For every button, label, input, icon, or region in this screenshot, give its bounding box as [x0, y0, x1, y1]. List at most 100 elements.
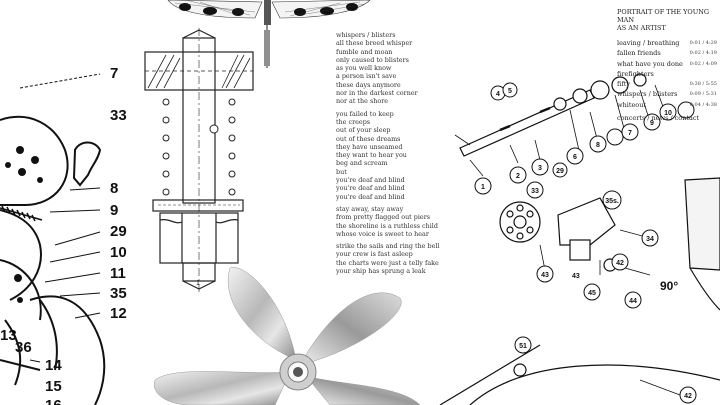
part-number: 2 — [516, 173, 520, 180]
track-duration: 0:02 / 4:09 — [689, 60, 717, 67]
part-number: 8 — [596, 142, 600, 149]
lyrics-line: as you well know — [336, 64, 392, 73]
lyrics-line: the creeps — [336, 117, 371, 126]
track-item[interactable]: whiteout 0:04 / 4:38 — [617, 100, 717, 110]
lyrics-line: nor in the darkest corner — [336, 89, 418, 98]
part-number: 10 — [664, 110, 672, 117]
part-number: 7 — [110, 65, 118, 82]
part-number: 9 — [110, 202, 118, 219]
site-nav: concerts / news / contact — [617, 114, 717, 122]
part-number: 8 — [110, 180, 118, 197]
lyrics-line: your crew is fast asleep — [336, 250, 413, 259]
part-number: 3 — [538, 165, 542, 172]
part-number: 29 — [110, 223, 127, 240]
track-title: leaving / breathing — [617, 39, 680, 47]
track-duration: 0:38 / 5:55 — [689, 81, 717, 88]
part-number: 16 — [45, 397, 62, 405]
part-number: 45 — [588, 290, 596, 297]
lyrics-line: whispers / blisters — [336, 31, 396, 39]
track-title: fallen friends — [617, 49, 661, 58]
track-item[interactable]: whispers / blisters 0:09 / 5:31 — [617, 89, 717, 99]
lyrics-line: whose voice is sweet to hear — [336, 229, 429, 238]
lyrics-line: beg and scream — [336, 159, 388, 168]
lyrics-line: out of your sleep — [336, 126, 391, 135]
part-number: 13 — [0, 327, 17, 344]
part-number: 34 — [646, 236, 654, 243]
part-number: 36 — [15, 339, 32, 356]
lyrics-line: you failed to keep — [336, 109, 394, 118]
part-number: 12 — [110, 305, 127, 322]
part-number: 9 — [650, 120, 654, 127]
lyrics-line: out of these dreams — [336, 134, 401, 143]
track-item[interactable]: what have you done 0:02 / 4:09 — [617, 59, 717, 69]
lyrics-line: you're deaf and blind — [336, 184, 405, 193]
part-number: 35 — [110, 285, 127, 302]
part-number: 14 — [45, 357, 62, 374]
nav-link-concerts[interactable]: concerts — [617, 114, 646, 123]
lyrics-line: all these breed whisper — [336, 39, 413, 48]
nav-link-contact[interactable]: contact — [674, 114, 700, 123]
album-title: PORTRAIT OF THE YOUNG MAN — [617, 8, 710, 24]
part-number: 4 — [496, 91, 500, 98]
part-number: 1 — [481, 184, 485, 191]
track-duration: 0:04 / 4:38 — [689, 101, 717, 108]
part-number: 35s. — [605, 198, 619, 205]
track-duration: 0:02 / 4:19 — [689, 50, 717, 57]
part-number: 10 — [110, 244, 127, 261]
lyrics-line: they want to hear you — [336, 151, 407, 160]
track-title: firefighters — [617, 69, 654, 78]
album-subtitle: AS AN ARTIST — [617, 24, 666, 32]
track-list: leaving / breathing 0:01 / 4:29 fallen fri… — [617, 38, 717, 110]
lyrics-line: you're deaf and blind — [336, 192, 405, 201]
track-item[interactable]: firefighters — [617, 69, 717, 79]
part-number: 51 — [519, 343, 527, 350]
part-number: 42 — [684, 393, 692, 400]
nav-separator: / — [670, 114, 673, 123]
nav-link-news[interactable]: news — [651, 114, 669, 123]
lyrics-line: from pretty flagged out piers — [336, 213, 431, 222]
album-menu: PORTRAIT OF THE YOUNG MAN AS AN ARTIST l… — [617, 8, 717, 122]
part-number: 44 — [629, 298, 637, 305]
track-duration: 0:01 / 4:29 — [689, 40, 717, 46]
lyrics-line: these days anymore — [336, 80, 401, 89]
track-title: fifty — [617, 80, 631, 89]
lyrics-line: the shoreline is a ruthless child — [336, 221, 438, 230]
track-duration: 0:09 / 5:31 — [689, 91, 717, 98]
lyrics-line: your ship has sprung a leak — [336, 267, 426, 276]
part-number: 33 — [110, 107, 127, 124]
lyrics-line: nor at the shore — [336, 97, 389, 106]
angle-label: 90° — [660, 279, 678, 293]
part-number: 11 — [110, 265, 126, 282]
lyrics-line: a person isn't save — [336, 72, 397, 81]
lyrics-line: stay away, stay away — [336, 204, 404, 213]
lyrics-line: the charts were just a telly fake — [336, 258, 439, 267]
part-number: 6 — [573, 154, 577, 161]
lyrics-line: they have unseamed — [336, 142, 403, 151]
part-number: 43 — [572, 273, 580, 280]
lyrics-line: only caused to blisters — [336, 55, 409, 64]
track-title: whispers / blisters — [617, 90, 678, 99]
nav-separator: / — [647, 114, 650, 123]
bolt-label: 1 — [196, 280, 200, 287]
part-number: 7 — [628, 130, 632, 137]
track-title: what have you done — [617, 59, 683, 68]
lyrics-line: you're deaf and blind — [336, 176, 405, 185]
part-number: 42 — [616, 260, 624, 267]
part-number: 33 — [531, 188, 539, 195]
track-item[interactable]: leaving / breathing 0:01 / 4:29 — [617, 38, 717, 48]
lyrics-line: strike the sails and ring the bell — [336, 242, 440, 251]
part-number: 5 — [508, 88, 512, 95]
track-title: whiteout — [617, 100, 646, 109]
lyrics-line: but — [336, 167, 347, 176]
part-number: 29 — [556, 168, 564, 175]
track-item[interactable]: fallen friends 0:02 / 4:19 — [617, 48, 717, 58]
track-item[interactable]: fifty 0:38 / 5:55 — [617, 79, 717, 89]
